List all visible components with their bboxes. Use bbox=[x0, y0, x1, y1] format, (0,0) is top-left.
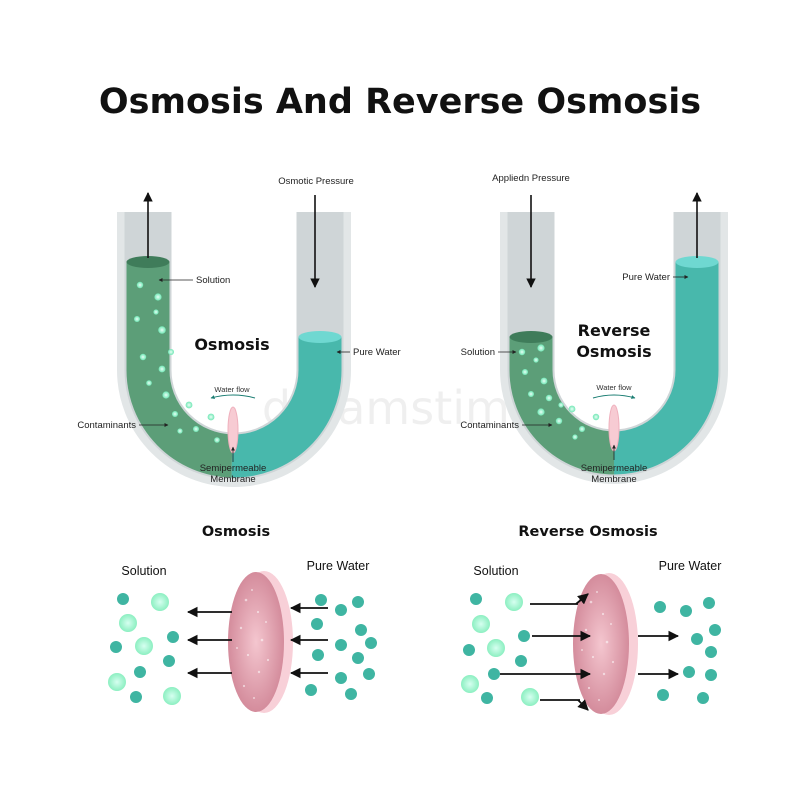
membrane-label-2: Membrane bbox=[210, 474, 255, 485]
osmosis-water-molecules bbox=[110, 593, 377, 703]
osmosis-center-label: Osmosis bbox=[194, 335, 269, 354]
utube-reverse-particles bbox=[518, 344, 600, 440]
rev-pure-water-label: Pure Water bbox=[622, 272, 670, 283]
reverse-water-molecules bbox=[463, 593, 721, 704]
osmosis-solution-label: Solution bbox=[121, 564, 166, 578]
utube-osmosis: Osmotic Pressure Osmosis Solution Pure W… bbox=[77, 176, 401, 487]
reverse-center-label-2: Osmosis bbox=[576, 342, 651, 361]
osmosis-membrane-disc bbox=[228, 571, 293, 713]
membrane-osmosis bbox=[227, 406, 239, 454]
osmosis-heading: Osmosis bbox=[202, 524, 270, 540]
reverse-pure-water-label: Pure Water bbox=[659, 559, 722, 573]
osmosis-arrows bbox=[186, 602, 328, 679]
osmosis-pure-water-label: Pure Water bbox=[307, 559, 370, 573]
solution-surface bbox=[126, 256, 170, 268]
reverse-membrane-disc bbox=[573, 573, 638, 715]
membrane-reverse bbox=[608, 404, 620, 452]
osmotic-pressure-label: Osmotic Pressure bbox=[278, 176, 354, 187]
reverse-solution-label: Solution bbox=[473, 564, 518, 578]
rev-solution-label: Solution bbox=[461, 347, 495, 358]
water-flow-label: Water flow bbox=[214, 385, 250, 394]
reverse-center-label-1: Reverse bbox=[578, 321, 651, 340]
membrane-panel-osmosis: Osmosis Solution Pure Water bbox=[108, 524, 377, 713]
membrane-panel-reverse: Reverse Osmosis Solution Pure Water bbox=[461, 524, 721, 715]
rev-membrane-label-2: Membrane bbox=[591, 474, 636, 485]
rev-solution-surface bbox=[509, 331, 553, 343]
utube-reverse: Appliedn Pressure Reverse Osmosis Pure W… bbox=[460, 173, 728, 485]
water-flow-arrow bbox=[210, 394, 256, 399]
utube-reverse-liquid bbox=[509, 256, 719, 475]
rev-water-flow-label: Water flow bbox=[596, 383, 632, 392]
solution-label: Solution bbox=[196, 275, 230, 286]
reverse-solution-ions bbox=[461, 593, 539, 706]
rev-membrane-label-1: Semipermeable bbox=[581, 463, 648, 474]
applied-pressure-label: Appliedn Pressure bbox=[492, 173, 570, 184]
osmosis-solution-ions bbox=[108, 593, 181, 705]
rev-contaminants-label: Contaminants bbox=[460, 420, 519, 431]
membrane-label-1: Semipermeable bbox=[200, 463, 267, 474]
utube-osmosis-particles bbox=[134, 281, 220, 443]
contaminants-label: Contaminants bbox=[77, 420, 136, 431]
reverse-heading: Reverse Osmosis bbox=[518, 524, 657, 540]
pure-water-surface bbox=[298, 331, 342, 343]
rev-pure-water-surface bbox=[675, 256, 719, 268]
page-title: Osmosis And Reverse Osmosis bbox=[99, 82, 701, 122]
rev-water-flow-arrow bbox=[592, 394, 636, 399]
pure-water-label: Pure Water bbox=[353, 347, 401, 358]
reverse-arrows bbox=[500, 593, 680, 711]
